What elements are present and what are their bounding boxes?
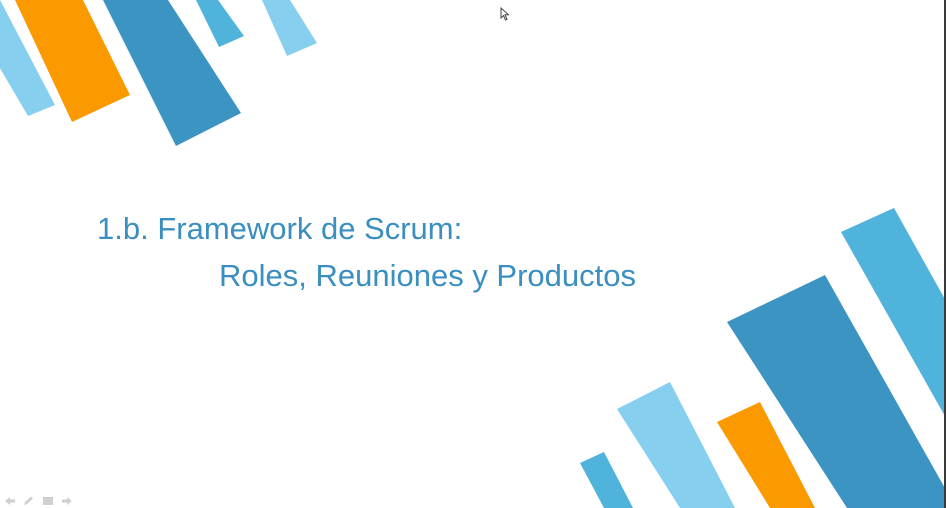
pen-icon	[24, 496, 33, 505]
deco-bar-mid-blue	[196, 0, 244, 47]
slide-title-line-1: 1.b. Framework de Scrum:	[97, 211, 463, 246]
deco-bar-orange	[15, 0, 130, 122]
see-all-slides-button[interactable]	[41, 496, 55, 506]
deco-bar-br-light-blue	[617, 382, 735, 508]
deco-bar-light-blue-2	[262, 0, 317, 56]
deco-bar-light-blue-1	[0, 0, 55, 116]
slide-title-line-2: Roles, Reuniones y Productos	[219, 258, 637, 293]
pen-tool-button[interactable]	[22, 496, 36, 506]
slideshow-toolbar	[3, 496, 74, 506]
previous-slide-button[interactable]	[3, 496, 17, 506]
deco-bar-br-dark-blue	[727, 275, 946, 508]
prev-arrow-icon	[5, 497, 15, 505]
mouse-cursor-icon	[500, 7, 510, 21]
deco-bar-dark-blue	[103, 0, 241, 146]
next-arrow-icon	[62, 497, 72, 505]
window-frame-edge	[944, 0, 946, 508]
deco-bar-br-mid-blue-large	[841, 208, 946, 418]
deco-bar-br-orange	[717, 402, 815, 508]
slides-grid-icon	[43, 497, 53, 505]
next-slide-button[interactable]	[60, 496, 74, 506]
deco-bar-br-mid-blue-small	[580, 452, 633, 508]
